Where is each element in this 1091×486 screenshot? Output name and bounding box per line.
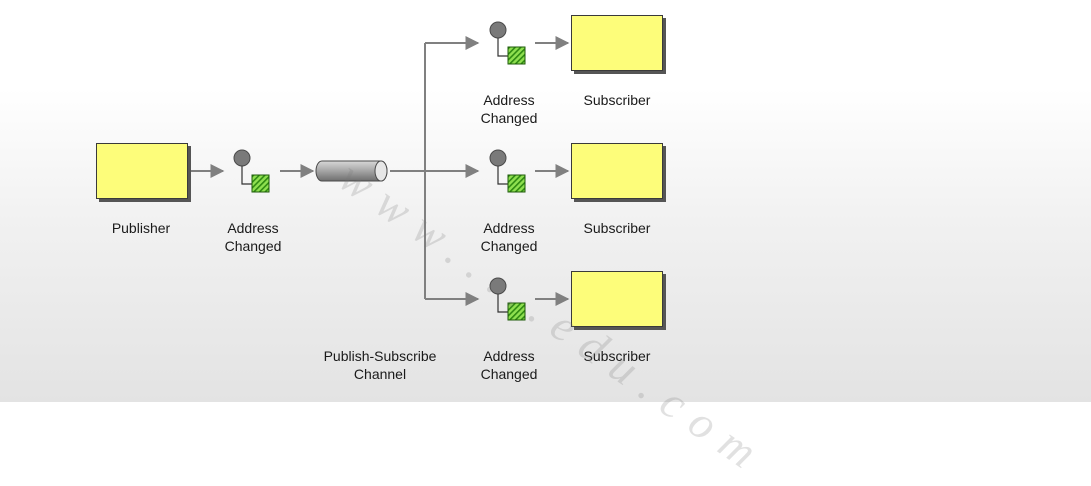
address-changed-label: Address Changed: [224, 220, 282, 254]
channel-label: Publish-Subscribe Channel: [323, 348, 437, 382]
address-changed-message-icon: [233, 149, 270, 193]
publisher-label: Publisher: [111, 220, 171, 236]
subscriber-label-bottom: Subscriber: [583, 348, 651, 364]
subscriber-label-mid: Subscriber: [583, 220, 651, 236]
address-changed-label-mid: Address Changed: [480, 220, 538, 254]
address-changed-label-bottom: Address Changed: [480, 348, 538, 382]
publisher-box: [96, 143, 188, 199]
diagram-canvas: [190, 21, 570, 321]
address-changed-message-icon-top: [489, 21, 526, 65]
address-changed-label-top: Address Changed: [480, 92, 538, 126]
address-changed-message-icon-mid: [489, 149, 526, 193]
channel-pipe-icon: [315, 160, 388, 182]
subscriber-box-mid: [571, 143, 663, 199]
subscriber-box-bottom: [571, 271, 663, 327]
subscriber-label-top: Subscriber: [583, 92, 651, 108]
subscriber-box-top: [571, 15, 663, 71]
